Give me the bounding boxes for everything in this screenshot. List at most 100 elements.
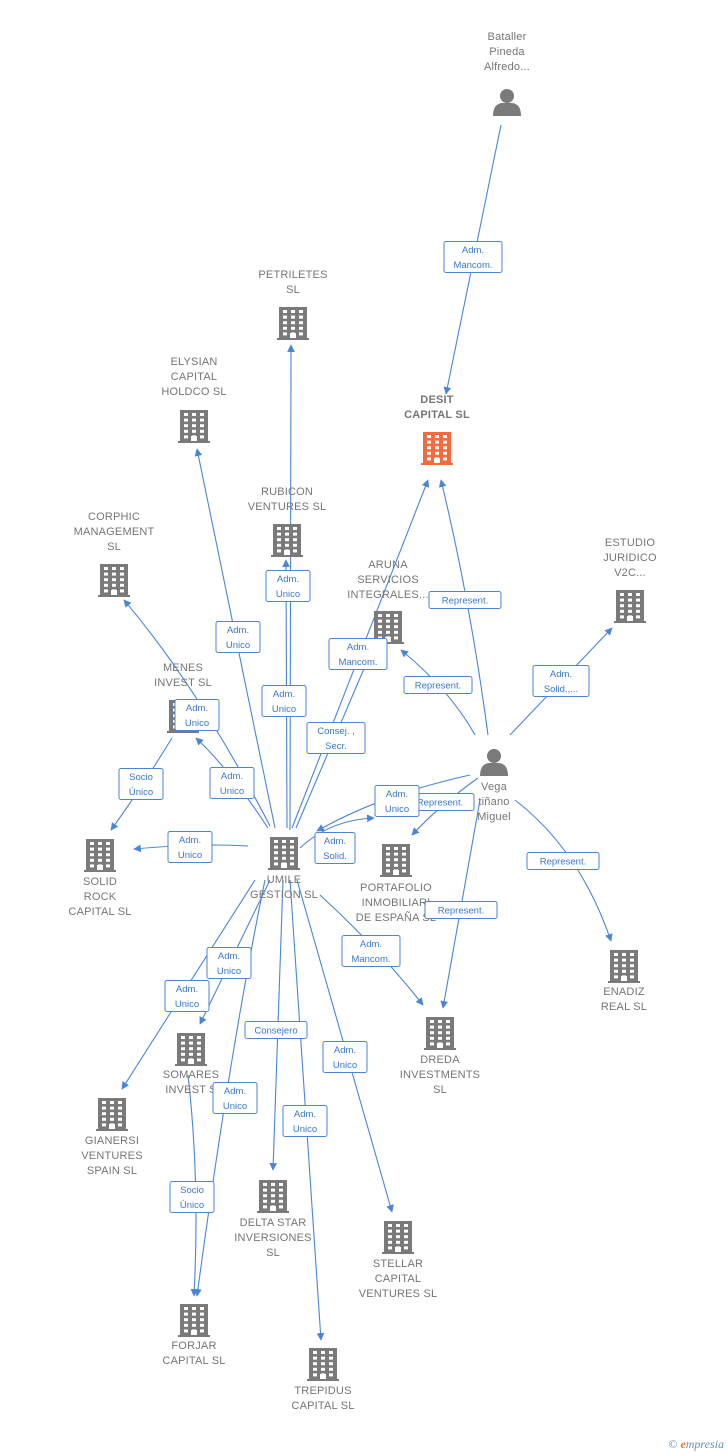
node-label: Vega [481,781,508,793]
edge-label-umile-to-corphic[interactable]: Adm.Unico [174,699,220,731]
edge-label-box [265,570,311,602]
node-aruna[interactable]: ARUNASERVICIOSINTEGRALES... [347,559,429,644]
edge-label-text: Unico [178,850,202,861]
edge-label-text: Adm. [186,703,208,714]
edge-label-text: Adm. [462,245,484,256]
edge-label-umile-to-rubicon[interactable]: Adm.Unico [265,570,311,602]
edge-label-umile-to-elysian[interactable]: Adm.Unico [215,621,261,653]
building-icon [175,1033,207,1066]
node-label: FORJAR [171,1340,216,1352]
node-label: DREDA [420,1054,460,1066]
edge-label-text: Unico [223,1101,247,1112]
edge-label-box [209,767,255,799]
edge-label-vega-to-desit[interactable]: Represent. [428,591,502,609]
edge-label-text: Adm. [227,625,249,636]
edge-label-text: Represent. [415,681,461,692]
node-label: INVEST SL [154,677,212,689]
edge-label-text: Único [180,1200,204,1211]
node-label: Pineda [489,46,525,58]
edge-label-vega-to-estudio[interactable]: Adm.Solid.,... [532,665,590,697]
edge-label-box [169,1181,215,1213]
node-label: MENES [163,662,203,674]
edge-label-umile-to-dreda[interactable]: Adm.Mancom. [341,935,401,967]
edge-label-umile-to-trepidus[interactable]: Adm.Unico [282,1105,328,1137]
node-bataller[interactable]: BatallerPinedaAlfredo... [484,31,530,116]
edge-label-vega-to-umile[interactable]: Adm.Solid. [314,832,356,864]
edge-label-umile-to-gianersi[interactable]: Adm.Unico [164,980,210,1012]
edge-label-umile-to-stellar[interactable]: Adm.Unico [322,1041,368,1073]
node-label: CAPITAL SL [162,1355,225,1367]
edge-label-text: Adm. [221,771,243,782]
edge-label-box [282,1105,328,1137]
edge-label-vega-to-dreda[interactable]: Represent. [424,901,498,919]
edge-label-text: Consej. , [317,726,355,737]
edge-label-box [341,935,401,967]
node-label: SL [286,284,300,296]
edge-label-box [167,831,213,863]
node-estudio[interactable]: ESTUDIOJURIDICOV2C... [603,537,657,623]
edge-label-text: Adm. [218,951,240,962]
node-label: VENTURES SL [248,501,327,513]
edge-label-box [322,1041,368,1073]
edge-label-box [215,621,261,653]
edge-label-umile-to-petriletes[interactable]: Adm.Unico [261,685,307,717]
edge-label-box [261,685,307,717]
edge-label-umile-to-desit[interactable]: Adm.Mancom. [328,638,388,670]
node-rubicon[interactable]: RUBICON VENTURES SL [248,486,327,557]
node-label: VENTURES [81,1150,143,1162]
edge-label-text: Único [129,787,153,798]
edge-label-umile-to-solid[interactable]: Adm.Unico [167,831,213,863]
edge-label-text: Adm. [294,1109,316,1120]
building-icon [257,1180,289,1213]
edge-label-umile-to-menes[interactable]: Adm. Unico [209,767,255,799]
building-icon [614,590,646,623]
node-label: PORTAFOLIO [360,882,432,894]
node-label: SOMARES [163,1069,219,1081]
building-icon [271,524,303,557]
edge-label-text: Adm. [550,669,572,680]
node-label: GIANERSI [85,1135,139,1147]
node-label: CAPITAL SL [291,1400,354,1412]
edge-label-vega-to-enadiz[interactable]: Represent. [526,852,600,870]
edge-label-bataller-to-desit[interactable]: Adm.Mancom. [443,241,503,273]
node-label: RUBICON [261,486,313,498]
node-label: DESIT [420,394,453,406]
building-icon [421,432,453,465]
edge-label-box [174,699,220,731]
edge-label-umile-to-delta[interactable]: Consejero [244,1021,308,1039]
edge-label-text: Unico [220,786,244,797]
node-label: REAL SL [601,1001,647,1013]
person-icon [493,89,521,116]
edge-label-vega-to-aruna[interactable]: Represent. [403,676,473,694]
edge-label-umile-to-forjar[interactable]: Adm.Unico [212,1082,258,1114]
edge-label-box [443,241,503,273]
edge-label-box [244,1021,308,1039]
edge-label-umile-to-aruna[interactable]: Consej. ,Secr. [306,722,366,754]
node-forjar[interactable]: FORJAR CAPITAL SL [162,1304,225,1367]
edge-label-box [212,1082,258,1114]
edge-label-umile-to-portafolio[interactable]: Adm.Unico [374,785,420,817]
edge-label-text: Socio [129,772,153,783]
edge-label-umile-to-somares[interactable]: Adm.Unico [206,947,252,979]
node-label: Bataller [488,31,527,43]
edge-label-box [403,676,473,694]
edge-label-box [314,832,356,864]
